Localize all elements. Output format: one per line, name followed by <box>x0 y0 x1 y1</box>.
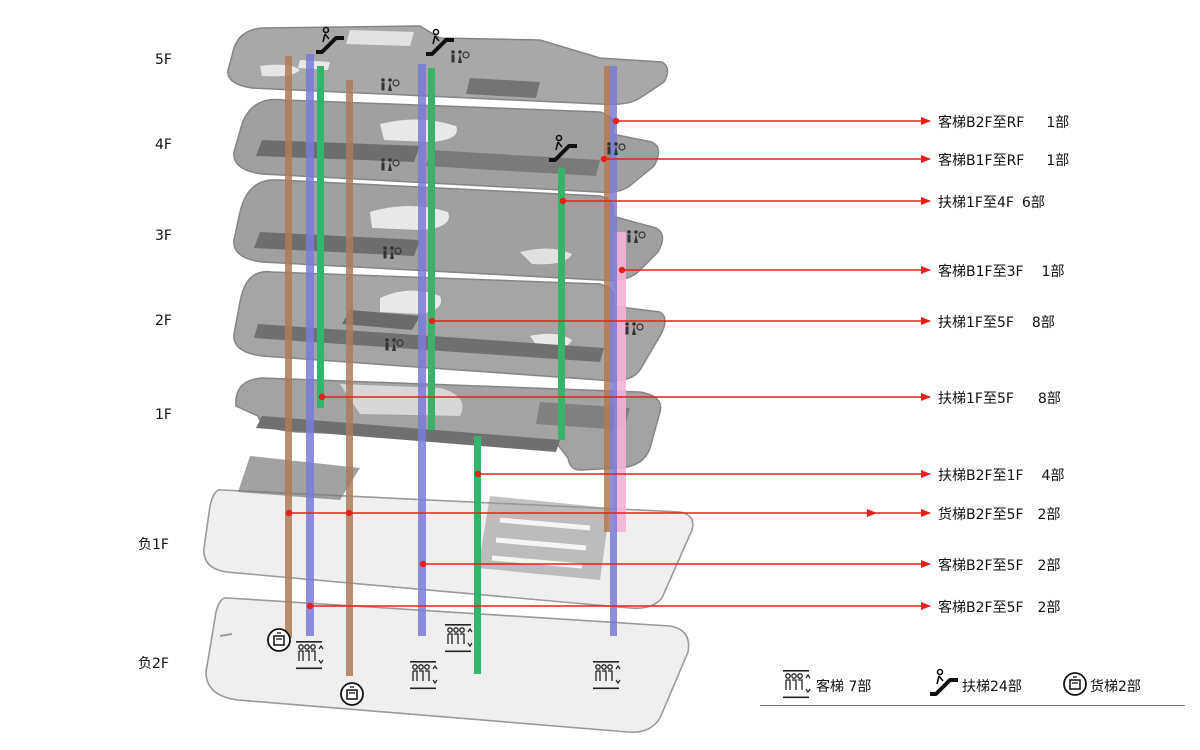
escalator-column-3 <box>558 168 565 440</box>
floor-label-5f: 5F <box>155 52 172 68</box>
floor-label-b2: 负2F <box>138 656 169 672</box>
floor-label-4f: 4F <box>155 137 172 153</box>
legend-escalator: 扶梯24部 <box>962 679 1022 695</box>
floor-label-b1: 负1F <box>138 537 169 553</box>
escalator-column-2 <box>428 68 435 430</box>
freight-shaft-1 <box>285 56 292 638</box>
floor-label-2f: 2F <box>155 313 172 329</box>
shafts <box>285 54 626 676</box>
passenger-shaft-3 <box>610 66 617 636</box>
floor-label-1f: 1F <box>155 407 172 423</box>
floor-slab-2f <box>233 270 666 382</box>
legend-freight: 货梯2部 <box>1090 679 1141 695</box>
floor-slab-b2 <box>205 596 690 734</box>
floor-slab-3f <box>233 179 664 282</box>
passenger-shaft-2 <box>418 64 426 636</box>
floor-slab-5f <box>227 25 669 106</box>
freight-shaft-2 <box>346 80 353 676</box>
passenger-shaft-1 <box>306 54 314 636</box>
freight-shaft-3 <box>604 66 610 532</box>
escalator-column-b2 <box>474 436 481 674</box>
floor-label-3f: 3F <box>155 228 172 244</box>
callout-arrows <box>285 117 931 610</box>
legend-passenger: 客梯 7部 <box>816 679 872 695</box>
escalator-column-1 <box>317 66 324 408</box>
floor-slab-1f <box>235 377 662 471</box>
floor-slab-4f <box>233 98 660 194</box>
legend-divider <box>760 705 1185 706</box>
